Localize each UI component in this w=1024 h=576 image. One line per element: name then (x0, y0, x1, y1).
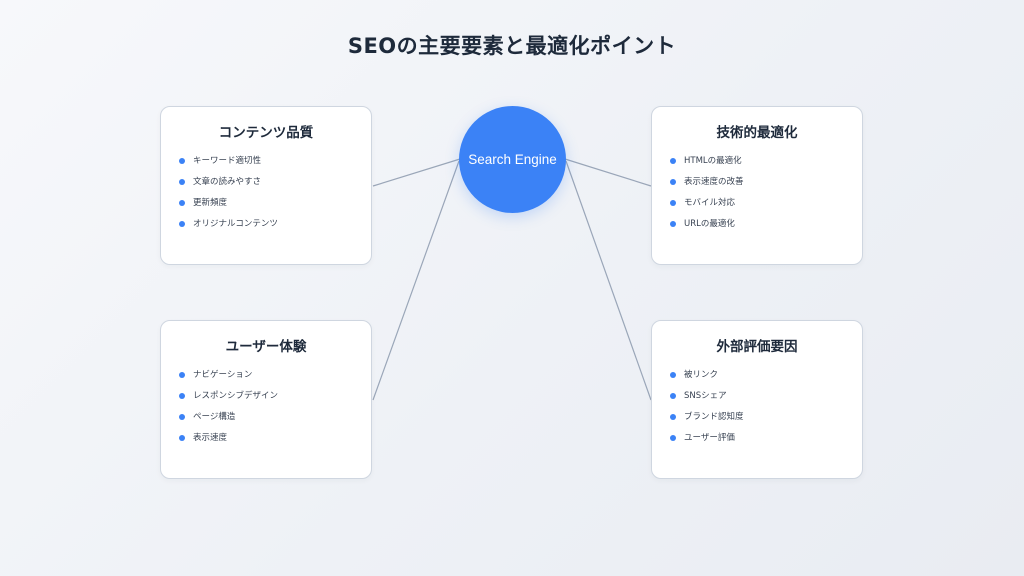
list-item: 文章の読みやすさ (179, 176, 371, 197)
bullet-dot-icon (179, 158, 185, 164)
bullet-dot-icon (179, 372, 185, 378)
list-item: URLの最適化 (670, 218, 862, 239)
connector-external (565, 160, 652, 401)
bullet-dot-icon (179, 200, 185, 206)
list-item-label: 文章の読みやすさ (193, 177, 262, 187)
bullet-dot-icon (179, 435, 185, 441)
list-item-label: キーワード適切性 (193, 156, 262, 166)
bullet-dot-icon (670, 435, 676, 441)
bullet-dot-icon (670, 221, 676, 227)
bullet-dot-icon (670, 200, 676, 206)
card-title: コンテンツ品質 (218, 125, 314, 141)
bullet-dot-icon (179, 221, 185, 227)
list-item-label: URLの最適化 (684, 219, 735, 229)
connector-technical (564, 158, 652, 187)
search-engine-hub: Search Engine (459, 106, 566, 213)
list-item: モバイル対応 (670, 197, 862, 218)
card-item-list: ナビゲーション レスポンシブデザイン ページ構造 表示速度 (161, 369, 371, 453)
list-item: ページ構造 (179, 411, 371, 432)
diagram-title: SEOの主要要素と最適化ポイント (347, 34, 677, 58)
list-item: レスポンシブデザイン (179, 390, 371, 411)
card-item-list: 被リンク SNSシェア ブランド認知度 ユーザー評価 (652, 369, 862, 453)
card-item-list: HTMLの最適化 表示速度の改善 モバイル対応 URLの最適化 (652, 155, 862, 239)
list-item: 表示速度の改善 (670, 176, 862, 197)
bullet-dot-icon (670, 393, 676, 399)
list-item: キーワード適切性 (179, 155, 371, 176)
list-item-label: ユーザー評価 (684, 433, 735, 443)
list-item: HTMLの最適化 (670, 155, 862, 176)
list-item-label: ブランド認知度 (684, 412, 744, 422)
card-title: 外部評価要因 (716, 339, 798, 355)
card-content-quality: コンテンツ品質 キーワード適切性 文章の読みやすさ 更新頻度 オリジナルコンテン… (160, 106, 372, 265)
list-item-label: 更新頻度 (193, 198, 228, 208)
list-item: ブランド認知度 (670, 411, 862, 432)
list-item: 表示速度 (179, 432, 371, 453)
list-item: ユーザー評価 (670, 432, 862, 453)
bullet-dot-icon (670, 414, 676, 420)
list-item-label: 表示速度の改善 (684, 177, 744, 187)
list-item-label: レスポンシブデザイン (193, 391, 279, 401)
list-item: 被リンク (670, 369, 862, 390)
connector-user-experience (372, 160, 460, 401)
connector-content-quality (372, 158, 461, 187)
bullet-dot-icon (179, 179, 185, 185)
list-item-label: モバイル対応 (684, 198, 736, 208)
bullet-dot-icon (179, 414, 185, 420)
card-item-list: キーワード適切性 文章の読みやすさ 更新頻度 オリジナルコンテンツ (161, 155, 371, 239)
card-user-experience: ユーザー体験 ナビゲーション レスポンシブデザイン ページ構造 表示速度 (160, 320, 372, 479)
list-item-label: 表示速度 (193, 433, 228, 443)
card-technical-optimization: 技術的最適化 HTMLの最適化 表示速度の改善 モバイル対応 URLの最適化 (651, 106, 863, 265)
list-item-label: ナビゲーション (193, 370, 253, 380)
card-title: ユーザー体験 (225, 339, 307, 355)
bullet-dot-icon (670, 158, 676, 164)
list-item-label: 被リンク (684, 370, 719, 380)
list-item: 更新頻度 (179, 197, 371, 218)
bullet-dot-icon (670, 372, 676, 378)
list-item: ナビゲーション (179, 369, 371, 390)
list-item: オリジナルコンテンツ (179, 218, 371, 239)
list-item-label: オリジナルコンテンツ (193, 219, 278, 229)
card-title: 技術的最適化 (716, 125, 798, 141)
card-external-factors: 外部評価要因 被リンク SNSシェア ブランド認知度 ユーザー評価 (651, 320, 863, 479)
list-item: SNSシェア (670, 390, 862, 411)
hub-label: Search Engine (468, 152, 557, 167)
bullet-dot-icon (670, 179, 676, 185)
list-item-label: SNSシェア (684, 391, 727, 401)
list-item-label: HTMLの最適化 (684, 156, 742, 166)
list-item-label: ページ構造 (193, 412, 236, 422)
bullet-dot-icon (179, 393, 185, 399)
